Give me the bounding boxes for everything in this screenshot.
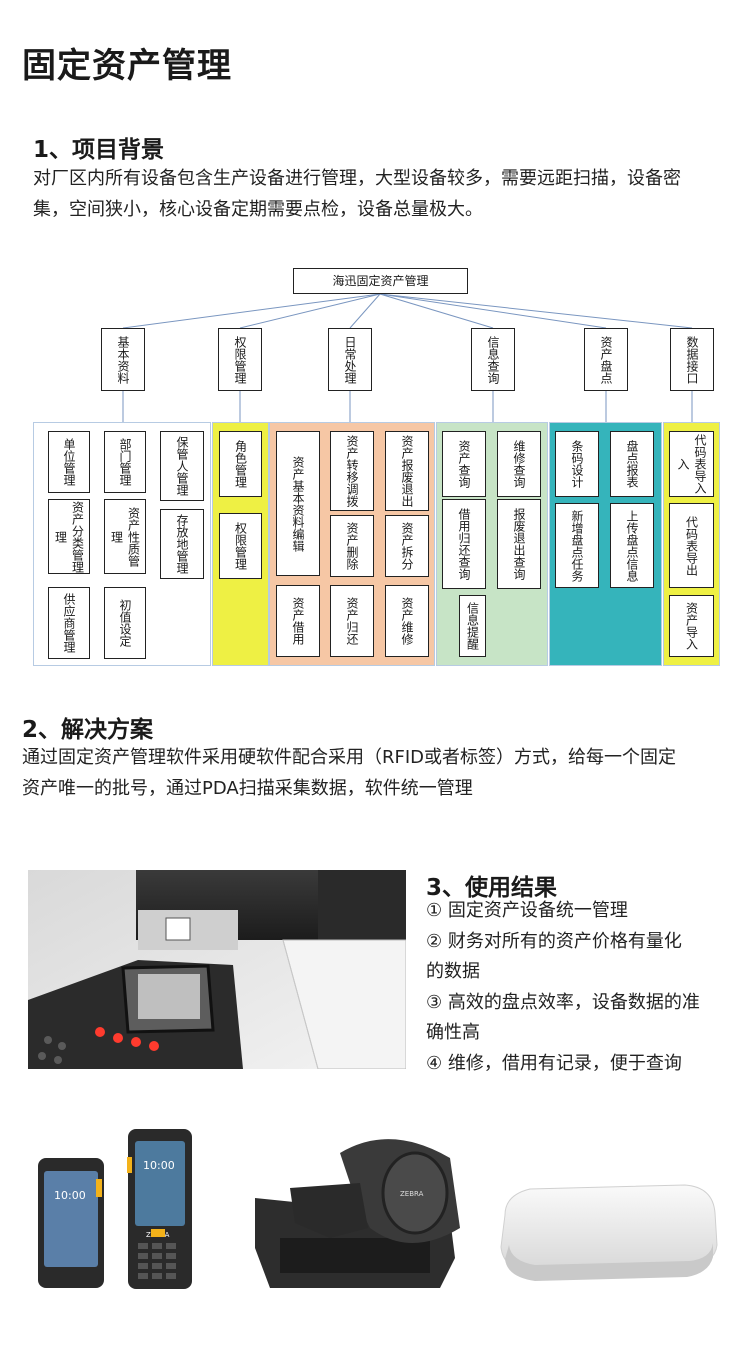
leaf-item: 条码设计	[555, 431, 599, 497]
clock-text: 10:00	[54, 1189, 86, 1202]
scanning-photo	[28, 870, 406, 1069]
leaf-item: 资产维修	[385, 585, 429, 657]
diagram-root: 海迅固定资产管理	[293, 268, 468, 294]
solution-text: 通过固定资产管理软件采用硬软件配合采用（RFID或者标签）方式，给每一个固定 资…	[22, 742, 676, 804]
result-item: ② 财务对所有的资产价格有量化	[426, 930, 682, 952]
background-title: 1、项目背景	[33, 137, 165, 163]
category-daily: 日常处理	[328, 328, 372, 391]
leaf-item: 盘点报表	[610, 431, 654, 497]
leaf-item: 理资产性质管	[104, 499, 146, 574]
leaf-item: 新增盘点任务	[555, 503, 599, 588]
leaf-item: 信息提醒	[459, 595, 486, 657]
leaf-item: 报废退出查询	[497, 499, 541, 589]
leaf-item: 资产报废退出	[385, 431, 429, 511]
asset-management-diagram: 海迅固定资产管理 基本资料 权限管理 日常处理 信息查询 资产盘点 数据接口 单…	[0, 260, 750, 670]
rfid-reader-image	[500, 1184, 718, 1281]
leaf-item: 保管人管理	[160, 431, 204, 501]
leaf-item: 代码表导出	[669, 503, 714, 588]
diagram-connectors	[122, 293, 693, 422]
leaf-item: 理资产分类管理	[48, 499, 90, 574]
leaf-item: 资产拆分	[385, 515, 429, 577]
category-label: 权限管理	[233, 335, 247, 384]
panel-inventory: 条码设计 盘点报表 新增盘点任务 上传盘点信息	[549, 422, 662, 666]
brand-text: ZEBRA	[400, 1190, 424, 1198]
solution-line: 通过固定资产管理软件采用硬软件配合采用（RFID或者标签）方式，给每一个固定	[22, 747, 677, 768]
panel-daily: 资产基本资料编辑 资产转移调拨 资产报废退出 资产删除 资产拆分 资产借用 资产…	[269, 422, 435, 666]
results-title: 3、使用结果	[426, 875, 558, 901]
category-permission: 权限管理	[218, 328, 262, 391]
category-basic: 基本资料	[101, 328, 145, 391]
leaf-item: 资产导入	[669, 595, 714, 657]
category-interface: 数据接口	[670, 328, 714, 391]
leaf-item: 角色管理	[219, 431, 262, 497]
result-item: 确性高	[426, 1022, 480, 1043]
leaf-item: 单位管理	[48, 431, 90, 493]
leaf-item: 资产删除	[330, 515, 374, 577]
leaf-item: 资产查询	[442, 431, 486, 497]
solution-line: 资产唯一的批号，通过PDA扫描采集数据，软件统一管理	[22, 778, 473, 799]
leaf-item: 入代码表导入	[669, 431, 714, 497]
category-query: 信息查询	[471, 328, 515, 391]
category-label: 数据接口	[685, 335, 699, 384]
panel-permission: 角色管理 权限管理	[212, 422, 269, 666]
background-line: 对厂区内所有设备包含生产设备进行管理，大型设备较多，需要远距扫描，设备密	[33, 168, 681, 189]
page-title: 固定资产管理	[22, 46, 232, 86]
leaf-item: 权限管理	[219, 513, 262, 579]
leaf-item: 初值设定	[104, 587, 146, 659]
result-item: ③ 高效的盘点效率，设备数据的准	[426, 991, 700, 1013]
barcode-scanner-image: ZEBRA	[255, 1139, 460, 1288]
leaf-item: 资产基本资料编辑	[276, 431, 320, 576]
panel-basic: 单位管理 部门管理 保管人管理 理资产分类管理 理资产性质管 存放地管理 供应商…	[33, 422, 211, 666]
result-item: 的数据	[426, 961, 480, 982]
leaf-item: 供应商管理	[48, 587, 90, 659]
leaf-item: 部门管理	[104, 431, 146, 493]
result-item: ① 固定资产设备统一管理	[426, 900, 628, 921]
scanning-illustration	[28, 870, 406, 1069]
leaf-item: 资产归还	[330, 585, 374, 657]
results-list: ① 固定资产设备统一管理 ② 财务对所有的资产价格有量化 的数据 ③ 高效的盘点…	[426, 896, 700, 1079]
leaf-item: 存放地管理	[160, 509, 204, 579]
solution-title: 2、解决方案	[22, 717, 154, 743]
clock-text: 10:00	[143, 1159, 175, 1172]
background-text: 对厂区内所有设备包含生产设备进行管理，大型设备较多，需要远距扫描，设备密 集，空…	[33, 163, 681, 225]
category-label: 信息查询	[486, 335, 500, 384]
handheld-computers-image: 10:00 10:00 ZEBRA	[38, 1129, 192, 1289]
category-label: 资产盘点	[599, 335, 613, 384]
panel-interface: 入代码表导入 代码表导出 资产导入	[663, 422, 720, 666]
leaf-item: 上传盘点信息	[610, 503, 654, 588]
leaf-item: 资产借用	[276, 585, 320, 657]
leaf-item: 资产转移调拨	[330, 431, 374, 511]
leaf-item: 借用归还查询	[442, 499, 486, 589]
category-label: 基本资料	[116, 335, 130, 384]
background-line: 集，空间狭小，核心设备定期需要点检，设备总量极大。	[33, 199, 483, 220]
category-inventory: 资产盘点	[584, 328, 628, 391]
result-item: ④ 维修，借用有记录，便于查询	[426, 1052, 682, 1074]
leaf-item: 维修查询	[497, 431, 541, 497]
panel-query: 资产查询 维修查询 借用归还查询 报废退出查询 信息提醒	[436, 422, 548, 666]
category-label: 日常处理	[343, 335, 357, 384]
